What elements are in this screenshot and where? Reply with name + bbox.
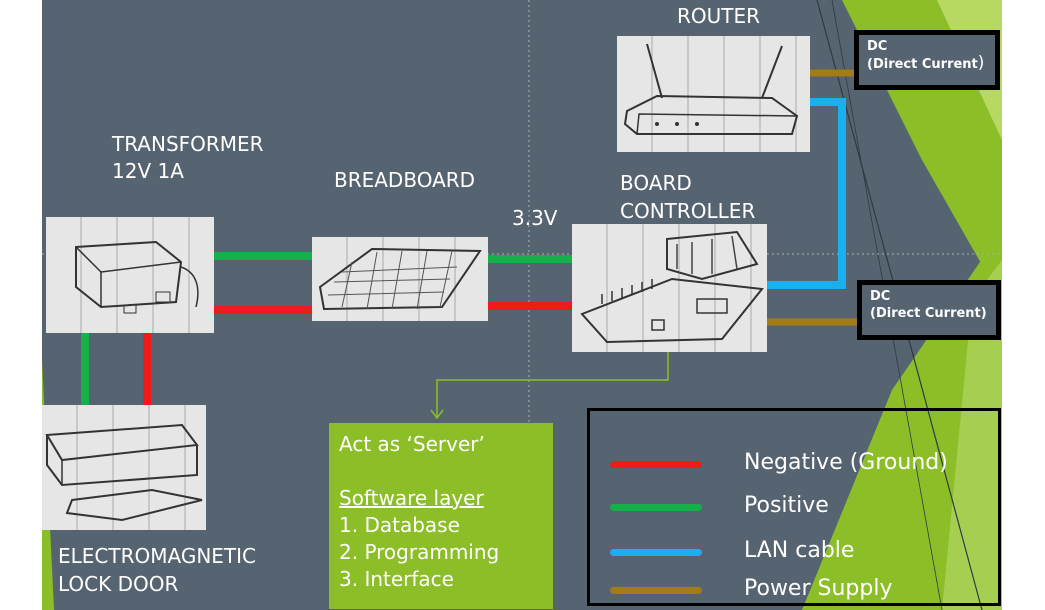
- software-layer-heading: Software layer: [339, 486, 484, 510]
- dc-box-router: DC (Direct Current): [854, 30, 1000, 90]
- legend-label: Negative (Ground): [744, 450, 948, 475]
- legend-label: LAN cable: [744, 538, 855, 563]
- software-layer-item: 1. Database: [339, 513, 460, 537]
- legend-label: Power Supply: [744, 576, 893, 601]
- breadboard-sketch: [312, 237, 488, 321]
- controller-label: CONTROLLER: [620, 199, 756, 223]
- legend-row-lan: LAN cable: [606, 533, 986, 569]
- dc-box-paren: ): [977, 53, 985, 73]
- legend-swatch: [610, 461, 702, 468]
- breadboard-label: BREADBOARD: [334, 168, 476, 192]
- legend-swatch: [610, 587, 702, 594]
- slide: ROUTER TRANSFORMER 12V 1A BREADBOARD 3.3…: [42, 0, 1002, 610]
- dc-box-subtitle: (Direct Current): [870, 306, 987, 321]
- legend-swatch: [610, 504, 702, 511]
- server-arrow-head: [430, 409, 444, 420]
- dc-box-controller: DC (Direct Current): [857, 280, 1001, 340]
- router-label: ROUTER: [677, 4, 761, 28]
- transformer-rating-label: 12V 1A: [112, 159, 184, 183]
- board-label: BOARD: [620, 171, 692, 195]
- lock-door-sketch: [42, 405, 206, 530]
- lock-door-label: LOCK DOOR: [58, 572, 179, 596]
- legend-row-power: Power Supply: [606, 571, 986, 607]
- spacer: [339, 458, 543, 485]
- legend: Negative (Ground) Positive LAN cable Pow…: [587, 408, 1001, 606]
- dc-box-title: DC: [870, 289, 891, 304]
- server-box-title: Act as ‘Server’: [339, 432, 485, 456]
- transformer-label: TRANSFORMER: [112, 132, 264, 156]
- router-sketch: [617, 36, 810, 152]
- green-decoration-pale: [942, 260, 1002, 610]
- legend-row-positive: Positive: [606, 488, 986, 524]
- legend-row-negative: Negative (Ground): [606, 445, 986, 481]
- dc-box-subtitle: (Direct Current): [867, 53, 985, 73]
- lan-cable: [767, 98, 846, 289]
- voltage-label: 3.3V: [512, 206, 558, 230]
- software-layer-item: 2. Programming: [339, 540, 500, 564]
- server-box: Act as ‘Server’ Software layer 1. Databa…: [329, 423, 553, 609]
- legend-swatch: [610, 549, 702, 556]
- legend-label: Positive: [744, 493, 829, 518]
- dc-box-title: DC: [867, 39, 888, 54]
- transformer-sketch: [46, 217, 214, 333]
- board-controller-sketch: [572, 224, 767, 352]
- software-layer-item: 3. Interface: [339, 567, 454, 591]
- lock-label: ELECTROMAGNETIC: [58, 544, 256, 568]
- server-arrow: [436, 352, 669, 418]
